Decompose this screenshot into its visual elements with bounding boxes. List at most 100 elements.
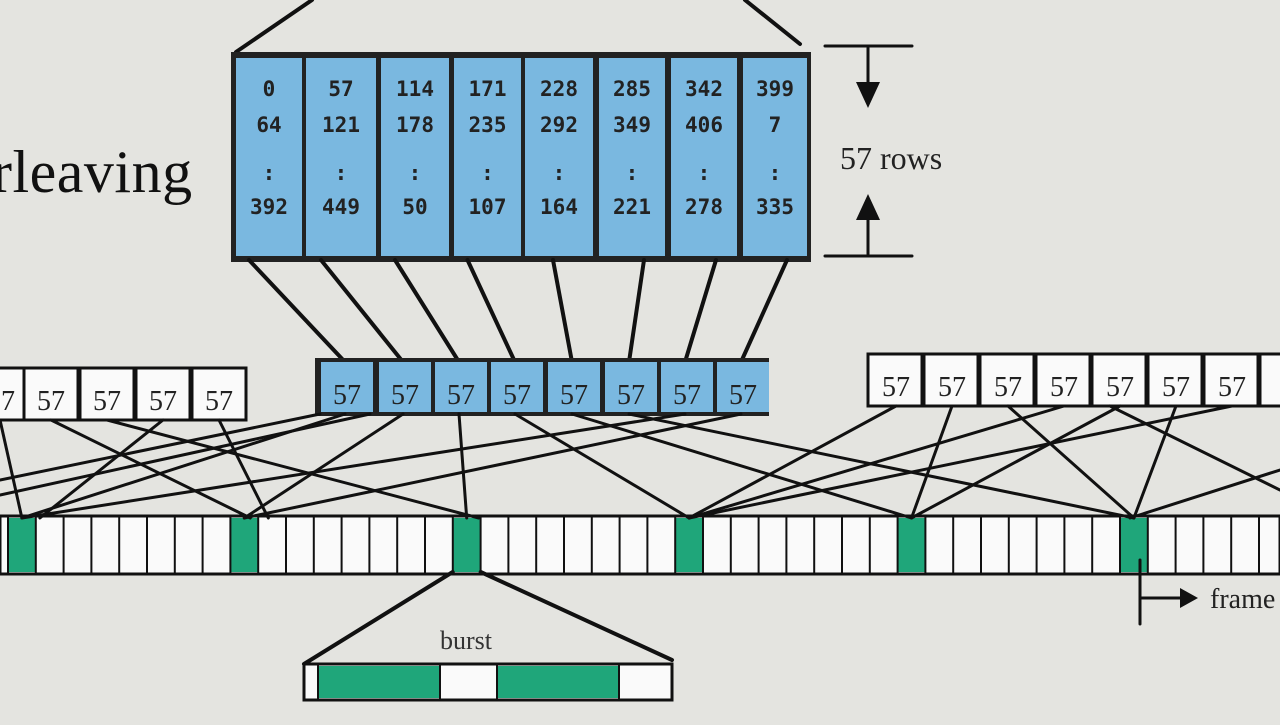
interleave-line [910,404,1122,520]
interleave-line [38,418,165,520]
matrix-cell-value: 392 [250,195,288,219]
block-label: 57 [205,386,233,417]
block-57-encoded [717,362,769,412]
interleave-line [217,418,270,520]
block-57-encoded [548,362,600,412]
block-57 [866,352,924,408]
matrix-cell-value: 235 [469,113,507,137]
matrix-to-block-line [627,258,646,364]
block-label: 57 [1050,372,1078,403]
matrix-to-block-line [551,258,574,364]
interleave-line [910,404,954,520]
matrix-cell-value: 171 [469,77,507,101]
block-label: 57 [560,380,588,411]
matrix-to-block-line [393,258,461,364]
matrix-cell-ellipsis: : [553,161,566,185]
block-label: 57 [503,380,531,411]
interleave-line [242,412,743,520]
arrow-up-icon [856,194,880,220]
rows-label: 57 rows [840,140,943,176]
matrix-cell-value: 107 [469,195,507,219]
block-label: 57 [93,386,121,417]
burst-slot [897,518,926,572]
interleave-line [687,404,1234,520]
interleave-line [1128,468,1280,520]
interleave-line [0,412,322,482]
matrix-cell-value: 342 [685,77,723,101]
matrix-cell-value: 292 [540,113,578,137]
interleave-line [1108,404,1280,492]
matrix-cell-ellipsis: : [263,161,276,185]
matrix-cell-value: 164 [540,195,578,219]
matrix-cell-value: 114 [396,77,434,101]
frame-label: frame [1210,584,1276,615]
block-57-encoded [491,362,543,412]
block-label: 57 [994,372,1022,403]
matrix-cell-value: 50 [402,195,427,219]
burst-slot [452,518,481,572]
matrix-column [306,58,376,256]
matrix-cell-ellipsis: : [626,161,639,185]
block-57 [1202,352,1260,408]
burst-slot [1120,518,1148,572]
interleave-line [457,412,469,520]
block-label: 57 [1106,372,1134,403]
block-57 [1090,352,1148,408]
block-label: 57 [1162,372,1190,403]
burst-slot [8,518,36,572]
block-57 [190,366,248,422]
matrix-cell-value: 228 [540,77,578,101]
interleave-line [20,412,687,520]
block-label: 57 [729,380,757,411]
block-label: 57 [391,380,419,411]
matrix-cell-ellipsis: : [698,161,711,185]
interleave-line [1006,404,1136,520]
matrix-cell-ellipsis: : [769,161,782,185]
burst-slot [675,518,703,572]
matrix-cell-value: 121 [322,113,360,137]
interleave-line [687,404,898,520]
matrix-cell-value: 57 [328,77,353,101]
matrix-column [381,58,449,256]
matrix-cell-ellipsis: : [409,161,422,185]
matrix-cell-value: 278 [685,195,723,219]
interleave-line [687,404,1066,520]
block-57-encoded [379,362,431,412]
matrix-cell-value: 449 [322,195,360,219]
arrow-down-icon [856,82,880,108]
burst-expand-line-left [302,570,455,666]
matrix-cell-value: 178 [396,113,434,137]
matrix-column [599,58,665,256]
matrix-column [236,58,302,256]
matrix-cell-value: 349 [613,113,651,137]
block-57 [1258,352,1280,408]
block-57-encoded [605,362,657,412]
matrix-cell-value: 399 [756,77,794,101]
matrix-cell-value: 0 [263,77,276,101]
block-57-encoded [661,362,713,412]
matrix-cell-value: 285 [613,77,651,101]
interleave-line [627,412,1136,520]
interleave-line [1132,404,1178,520]
matrix-cell-value: 221 [613,195,651,219]
block-label: 57 [333,380,361,411]
burst-expand-line-right [478,570,674,662]
matrix-to-block-line [465,258,517,364]
matrix-column [454,58,521,256]
burst-data-segment [318,666,440,698]
block-57-encoded [321,362,373,412]
matrix-column [743,58,807,256]
matrix-cell-value: 7 [769,113,782,137]
block-57 [134,366,192,422]
matrix-to-block-line [683,258,718,364]
interleave-line [0,412,372,497]
matrix-column [525,58,593,256]
block-label: 57 [37,386,65,417]
matrix-cell-value: 406 [685,113,723,137]
page-title: rleaving [0,139,193,205]
matrix-cell-ellipsis: : [481,161,494,185]
block-label: 57 [0,386,15,417]
interleave-line [242,412,405,520]
